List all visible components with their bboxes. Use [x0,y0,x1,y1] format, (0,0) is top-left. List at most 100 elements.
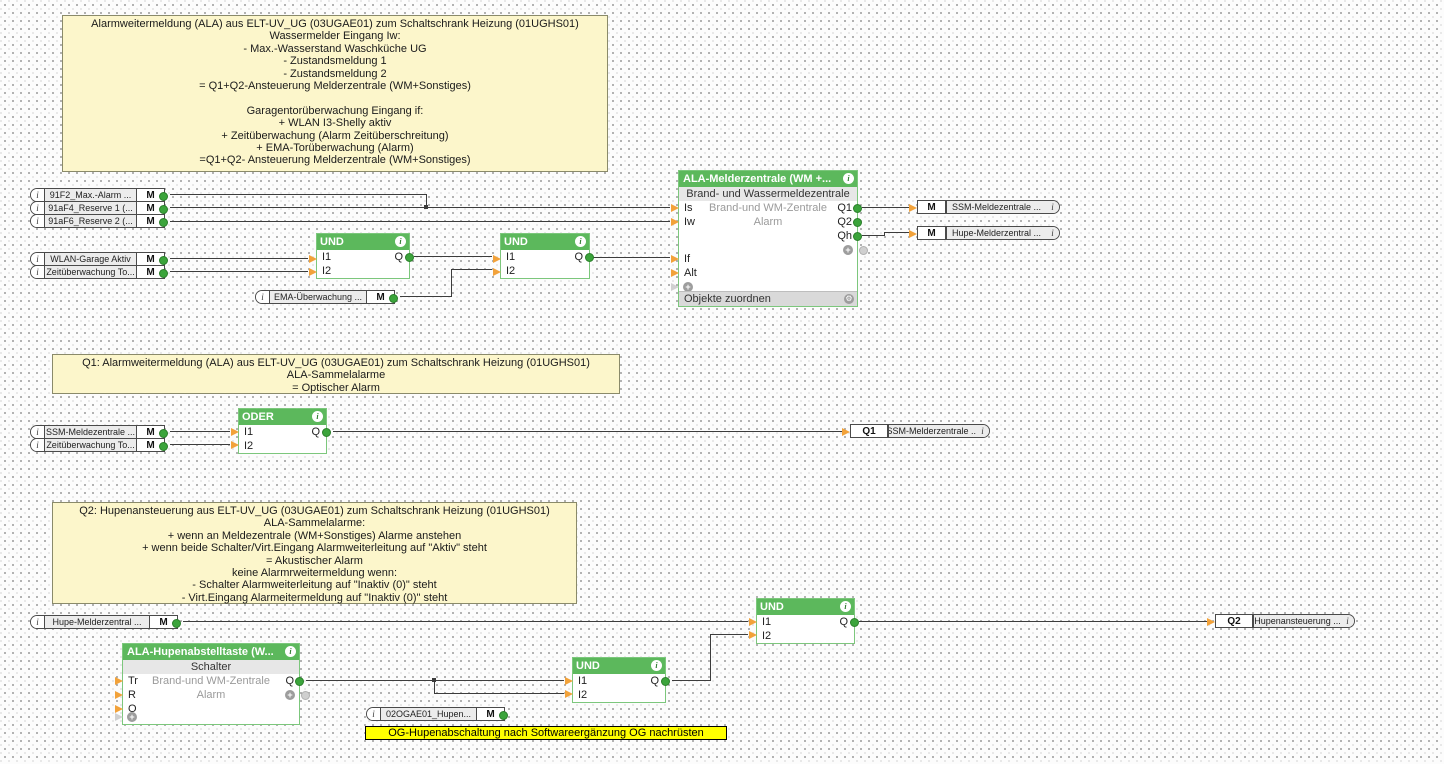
input-connector-arrow-placeholder[interactable] [671,283,679,291]
port-label-i2: I2 [762,630,772,642]
input-connector-arrow[interactable] [115,691,123,699]
input-connector-arrow[interactable] [671,204,679,212]
input-marker-91af6-reserve2[interactable]: i 91aF6_Reserve 2 (... M [30,214,168,228]
add-output-icon[interactable]: + [843,245,853,255]
input-connector-arrow[interactable] [309,255,317,263]
input-connector-arrow[interactable] [749,618,757,626]
input-marker-ssm-meldezentrale[interactable]: i SSM-Meldezentrale ... M [30,425,168,439]
add-input-icon[interactable]: + [127,712,137,722]
output-connector-dot[interactable] [853,204,862,213]
input-connector-arrow[interactable] [231,428,239,436]
input-connector-arrow[interactable] [231,441,239,449]
output-connector-dot[interactable] [159,218,168,227]
input-connector-arrow[interactable] [671,269,679,277]
comment-box-q2[interactable]: Q2: Hupenansteuerung aus ELT-UV_UG (03UG… [52,502,577,604]
assign-objects-button[interactable]: Objekte zuordnen⚙ [679,291,857,306]
wire [859,621,1207,622]
input-marker-ema-ueberwachung[interactable]: i EMA-Überwachung ... M [255,290,398,304]
input-connector-arrow[interactable] [749,631,757,639]
output-connector-dot[interactable] [159,269,168,278]
ala-melderzentrale-block[interactable]: ALA-Melderzentrale (WM +...i Brand- und … [671,170,868,307]
output-connector-dot[interactable] [159,192,168,201]
assigned-object-line1: Brand-und WM-Zentrale [152,675,270,687]
input-connector-arrow[interactable] [909,230,917,238]
info-icon[interactable]: i [285,646,296,657]
input-marker-02ogae01-hupen[interactable]: i 02OGAE01_Hupen... M [366,707,508,721]
input-marker-91f2-max-alarm[interactable]: i 91F2_Max.-Alarm ... M [30,188,168,202]
input-connector-arrow[interactable] [115,705,123,713]
add-input-icon[interactable]: + [683,282,693,292]
marker-label: 02OGAE01_Hupen... [380,708,477,720]
marker-label: Zeitüberwachung To... [44,439,137,451]
input-marker-zeitueberwachung[interactable]: i Zeitüberwachung To... M [30,265,168,279]
output-connector-dot[interactable] [389,294,398,303]
wire [451,269,452,297]
output-marker-ssm-meldezentrale[interactable]: M SSM-Meldezentrale ... i [909,200,1060,214]
input-connector-arrow[interactable] [909,204,917,212]
comment-box-top[interactable]: Alarmweitermeldung (ALA) aus ELT-UV_UG (… [62,15,608,172]
wire [170,444,230,445]
input-connector-arrow[interactable] [671,218,679,226]
output-connector-dot[interactable] [159,256,168,265]
info-icon[interactable]: i [843,173,854,184]
input-marker-zeitueberwachung-2[interactable]: i Zeitüberwachung To... M [30,438,168,452]
output-marker-q1-ssm[interactable]: Q1 SSM-Melderzentrale ... i [842,424,990,438]
output-connector-dot[interactable] [850,618,859,627]
output-connector-dot[interactable] [322,428,331,437]
wire [400,296,452,297]
output-connector-dot[interactable] [159,442,168,451]
output-connector-dot-placeholder[interactable] [301,691,310,700]
input-connector-arrow[interactable] [1207,618,1215,626]
marker-label: Zeitüberwachung To... [44,266,137,278]
output-connector-dot[interactable] [853,232,862,241]
output-connector-dot[interactable] [159,205,168,214]
info-icon[interactable]: i [312,411,323,422]
input-connector-arrow[interactable] [842,428,850,436]
input-marker-91af4-reserve1[interactable]: i 91aF4_Reserve 1 (... M [30,201,168,215]
comment-box-q1[interactable]: Q1: Alarmweitermeldung (ALA) aus ELT-UV_… [52,354,620,394]
input-connector-arrow[interactable] [493,268,501,276]
port-label-q: Q [650,675,659,687]
input-connector-arrow[interactable] [565,690,573,698]
output-connector-dot[interactable] [172,619,181,628]
input-connector-arrow[interactable] [493,255,501,263]
info-icon[interactable]: i [651,660,662,671]
port-label-q: Q [285,675,294,687]
input-connector-arrow-placeholder[interactable] [115,713,123,721]
output-marker-q2-hupenansteuerung[interactable]: Q2 Hupenansteuerung ... i [1207,614,1355,628]
output-marker-hupe-melderzentrale[interactable]: M Hupe-Melderzentral ... i [909,226,1060,240]
input-connector-arrow[interactable] [565,677,573,685]
wire [862,207,909,208]
input-connector-arrow[interactable] [115,677,123,685]
info-icon[interactable]: i [840,601,851,612]
input-marker-hupe-melderzentrale[interactable]: i Hupe-Melderzentral ... M [30,615,181,629]
output-connector-dot[interactable] [661,677,670,686]
info-icon[interactable]: i [575,236,586,247]
input-connector-arrow[interactable] [671,255,679,263]
todo-highlight-note[interactable]: OG-Hupenabschaltung nach Softwareergänzu… [365,726,727,740]
input-marker-wlan-garage[interactable]: i WLAN-Garage Aktiv M [30,252,168,266]
info-icon[interactable]: i [395,236,406,247]
ala-hupenabstelltaste-block[interactable]: ALA-Hupenabstelltaste (W...i Schalter Tr… [115,643,310,725]
output-connector-dot[interactable] [295,677,304,686]
output-connector-dot[interactable] [853,218,862,227]
marker-operand: M [477,708,504,720]
output-connector-dot[interactable] [499,711,508,720]
settings-gear-icon[interactable]: ⚙ [844,294,854,304]
output-connector-dot[interactable] [405,253,414,262]
marker-operand: M [137,266,164,278]
input-connector-arrow[interactable] [309,268,317,276]
output-connector-dot[interactable] [585,253,594,262]
output-connector-dot[interactable] [159,429,168,438]
output-connector-dot-placeholder[interactable] [859,246,868,255]
add-output-icon[interactable]: + [285,690,295,700]
